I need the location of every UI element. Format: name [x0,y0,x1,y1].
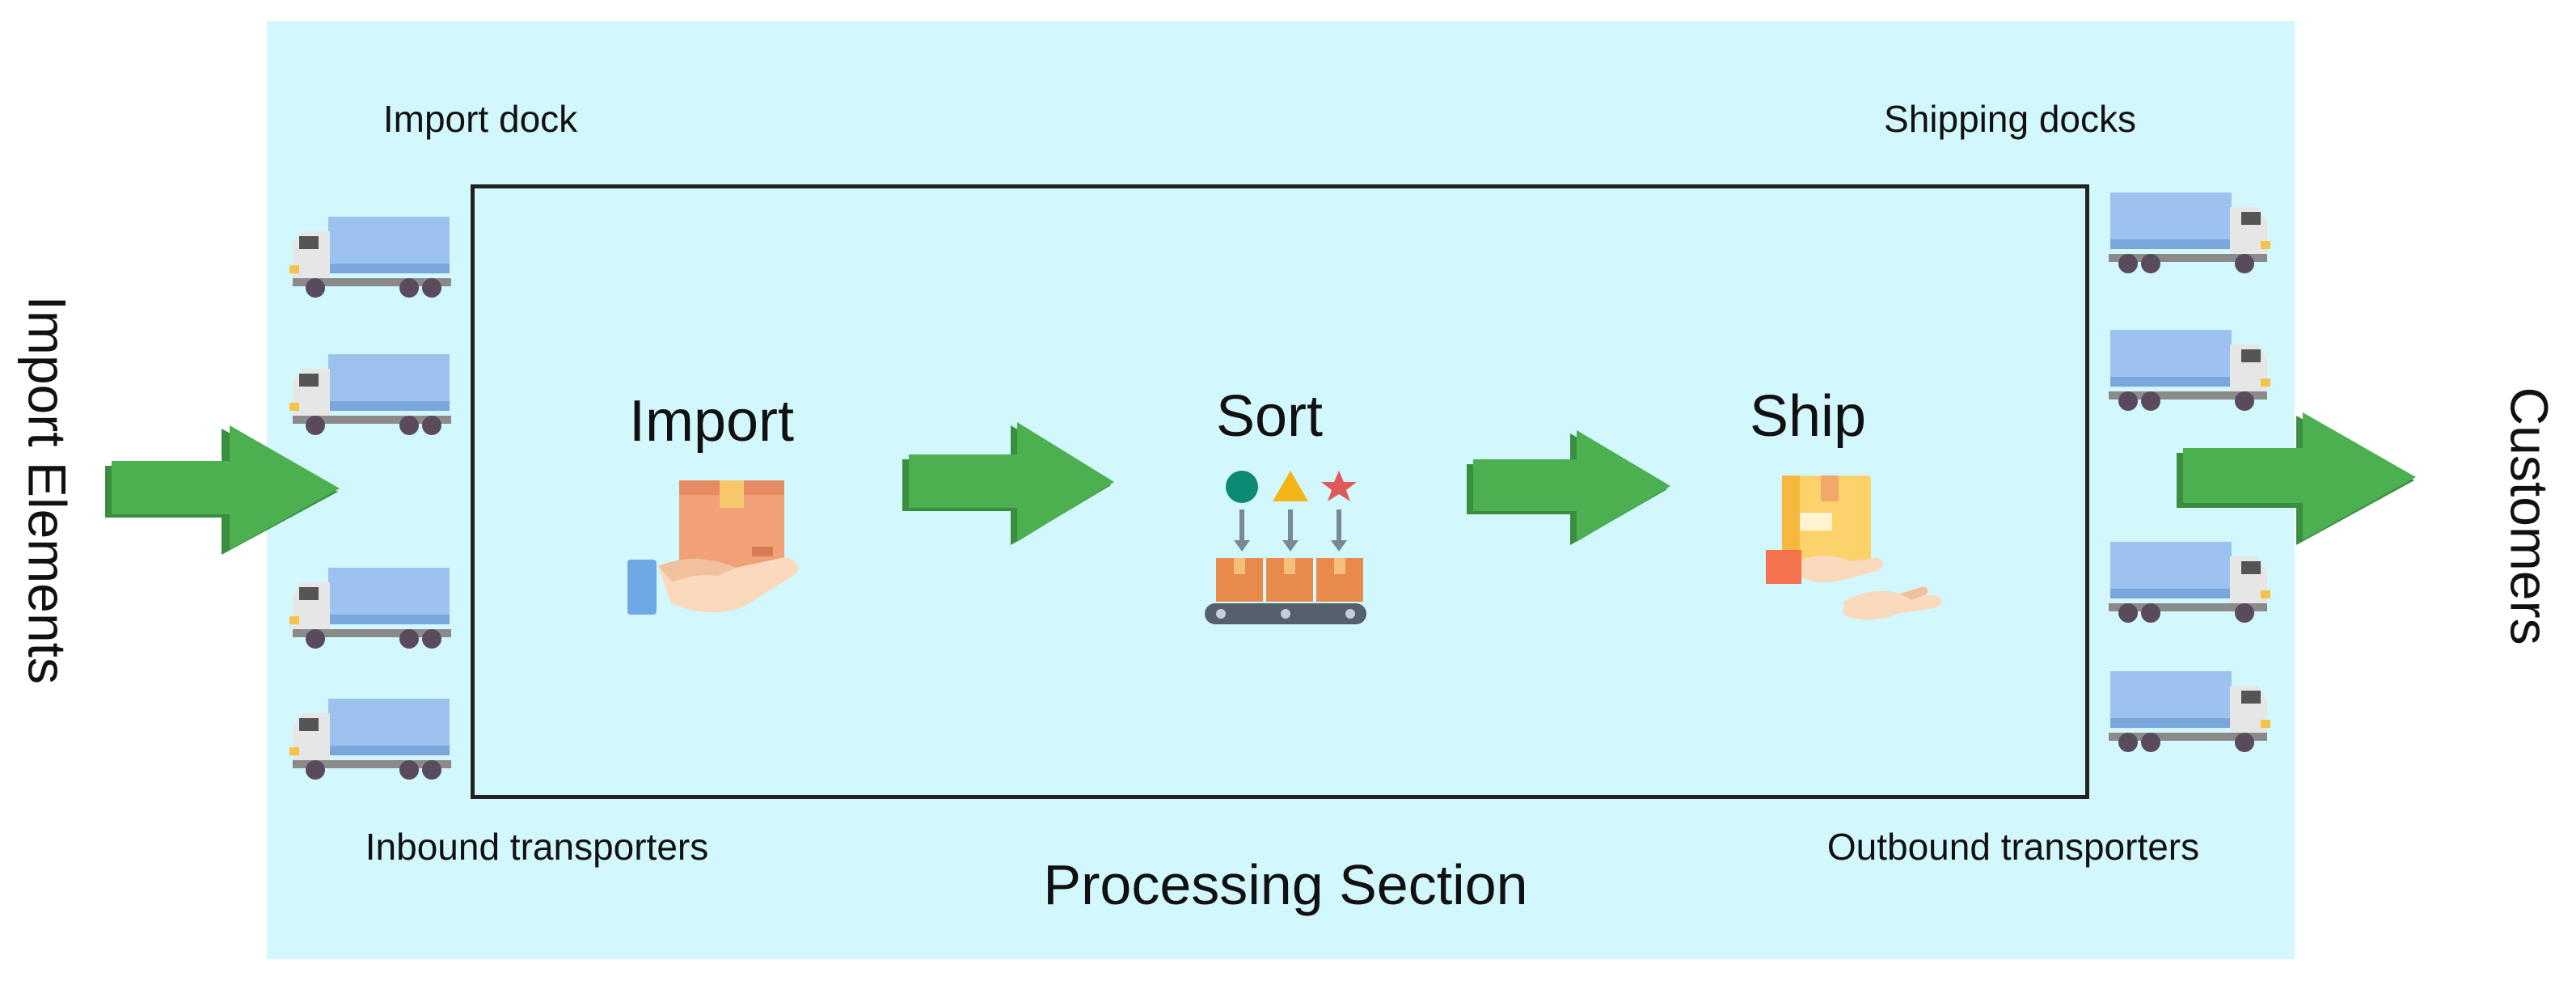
delivery-truck-icon [289,568,451,649]
step-sort-label: Sort [1215,384,1324,449]
right-arrow-icon [2177,412,2416,545]
delivery-truck-icon [2109,330,2270,411]
hand-with-box-icon [627,480,798,615]
delivery-truck-icon [289,699,451,780]
shipping-docks-label: Shipping docks [1884,98,2136,140]
processing-section-box [471,184,2089,799]
step-import-label: Import [628,389,795,454]
delivery-truck-icon [2109,192,2270,273]
step-ship-label: Ship [1749,384,1867,449]
right-arrow-icon [902,422,1114,545]
import-elements-label: Import Elements [17,295,77,685]
outbound-transporters-label: Outbound transporters [1826,826,2200,868]
processing-section-label: Processing Section [1043,853,1528,916]
import-dock-label: Import dock [382,98,578,140]
box-handover-icon [1766,476,1942,620]
right-arrow-icon [105,425,340,555]
delivery-truck-icon [289,217,451,298]
delivery-truck-icon [2109,542,2270,623]
sorting-conveyor-icon [1205,471,1366,624]
delivery-truck-icon [2109,671,2270,752]
delivery-truck-icon [289,354,451,435]
right-arrow-icon [1467,430,1670,545]
customers-label: Customers [2499,387,2559,645]
inbound-transporters-label: Inbound transporters [365,826,709,868]
